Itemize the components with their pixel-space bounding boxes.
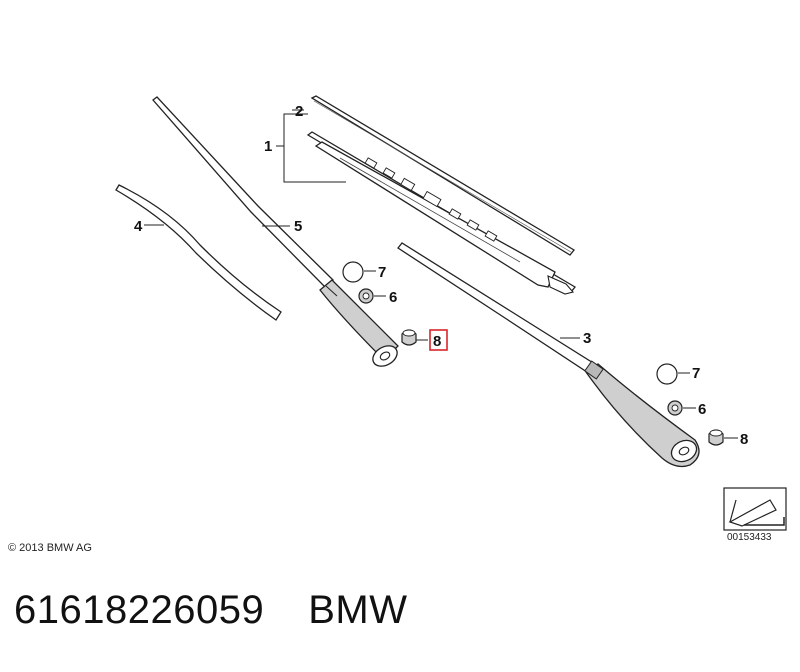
leader-lines [144, 109, 738, 439]
wiper-arm-right[interactable] [397, 242, 700, 468]
diagram-id: 00153433 [727, 532, 772, 543]
callout-1[interactable]: 1 [264, 138, 272, 155]
part-footer: 61618226059 BMW [14, 588, 407, 633]
part-number: 61618226059 [14, 588, 265, 632]
callout-5[interactable]: 5 [294, 218, 302, 235]
callout-8-left[interactable]: 8 [433, 333, 441, 350]
orientation-arrow-icon [723, 487, 787, 531]
callout-8-right[interactable]: 8 [740, 431, 748, 448]
callout-6-right[interactable]: 6 [698, 401, 706, 418]
wiper-blade[interactable] [306, 131, 576, 295]
copyright-text: © 2013 BMW AG [8, 542, 92, 554]
wiper-spoiler[interactable] [115, 184, 282, 321]
callout-7-left[interactable]: 7 [378, 264, 386, 281]
callout-2[interactable]: 2 [295, 103, 303, 120]
brand-name: BMW [308, 588, 408, 632]
callout-7-right[interactable]: 7 [692, 365, 700, 382]
callout-4[interactable]: 4 [134, 218, 143, 235]
grommet-left[interactable] [401, 329, 417, 346]
wiper-arm-left[interactable] [152, 96, 401, 370]
highlight-box [429, 329, 448, 351]
wiper-blade-rubber[interactable] [310, 95, 575, 256]
wiper-parts-diagram: 1 2 3 4 5 6 6 7 7 8 8 [115, 95, 787, 531]
callout-3[interactable]: 3 [583, 330, 591, 347]
callout-6-left[interactable]: 6 [389, 289, 397, 306]
nut-left[interactable] [358, 288, 374, 304]
nut-right[interactable] [667, 400, 683, 416]
cap-right[interactable] [656, 363, 678, 385]
grommet-right[interactable] [708, 429, 724, 446]
cap-left[interactable] [342, 261, 364, 283]
